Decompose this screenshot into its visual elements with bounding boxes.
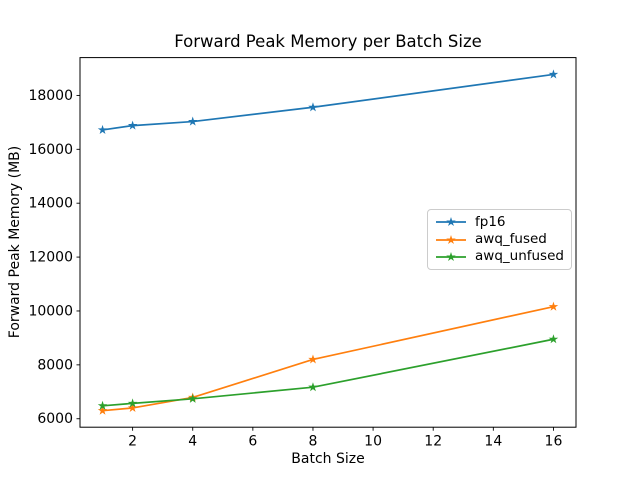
legend-label-fp16: fp16 [475, 213, 506, 230]
x-axis-label: Batch Size [291, 451, 365, 467]
y-axis-label: Forward Peak Memory (MB) [7, 145, 23, 339]
y-tick-label: 16000 [28, 142, 73, 158]
marker-awq_fused-x1 [97, 405, 108, 415]
y-tick-label: 8000 [37, 357, 73, 373]
y-tick-label: 12000 [28, 250, 73, 266]
x-tick-label: 8 [309, 434, 318, 450]
series-line-awq_unfused [102, 338, 554, 407]
axes-spines [79, 57, 577, 428]
marker-awq_unfused-x16 [548, 334, 559, 344]
marker-fp16-x8 [308, 102, 318, 112]
marker-awq_fused-x2 [127, 402, 138, 413]
marker-fp16-x4 [187, 116, 198, 126]
marker-awq_unfused-x4 [187, 393, 198, 403]
legend-star-icon [446, 251, 456, 261]
x-tick-label: 4 [188, 434, 197, 450]
legend-star-icon [446, 234, 456, 244]
marker-awq_unfused-x2 [127, 398, 138, 408]
y-tick-label: 18000 [28, 88, 73, 104]
legend-entry-fp16: fp16 [435, 213, 564, 230]
legend-label-awq_unfused: awq_unfused [475, 247, 564, 264]
x-tick-label: 2 [128, 434, 137, 450]
marker-fp16-x1 [97, 124, 108, 134]
legend-line-sample-fp16 [436, 217, 466, 227]
x-tick-label: 14 [484, 434, 502, 450]
y-tick-label: 6000 [37, 411, 73, 427]
legend-entry-awq_unfused: awq_unfused [435, 247, 564, 264]
series-awq_unfused [97, 334, 559, 410]
x-tick-label: 10 [364, 434, 382, 450]
series-line-fp16 [102, 73, 554, 131]
marker-awq_unfused-x1 [97, 400, 108, 410]
legend-star-icon [446, 217, 456, 227]
chart-title: Forward Peak Memory per Batch Size [174, 32, 482, 51]
legend-line-sample-awq_fused [436, 234, 466, 244]
series-line-awq_fused [102, 305, 554, 412]
marker-fp16-x16 [548, 69, 559, 79]
marker-awq_fused-x16 [548, 301, 559, 311]
marker-awq_fused-x8 [308, 354, 318, 364]
x-tick-label: 12 [424, 434, 442, 450]
series-fp16 [97, 69, 559, 134]
series-awq_fused [97, 301, 559, 415]
marker-fp16-x2 [127, 120, 138, 130]
x-tick-label: 6 [248, 434, 257, 450]
legend-label-awq_fused: awq_fused [475, 230, 547, 247]
y-tick-label: 10000 [28, 303, 73, 319]
y-tick-label: 14000 [28, 196, 73, 212]
x-tick-label: 16 [545, 434, 563, 450]
legend-entry-awq_fused: awq_fused [435, 230, 564, 247]
marker-awq_unfused-x8 [308, 382, 318, 392]
legend-line-sample-awq_unfused [436, 251, 466, 261]
